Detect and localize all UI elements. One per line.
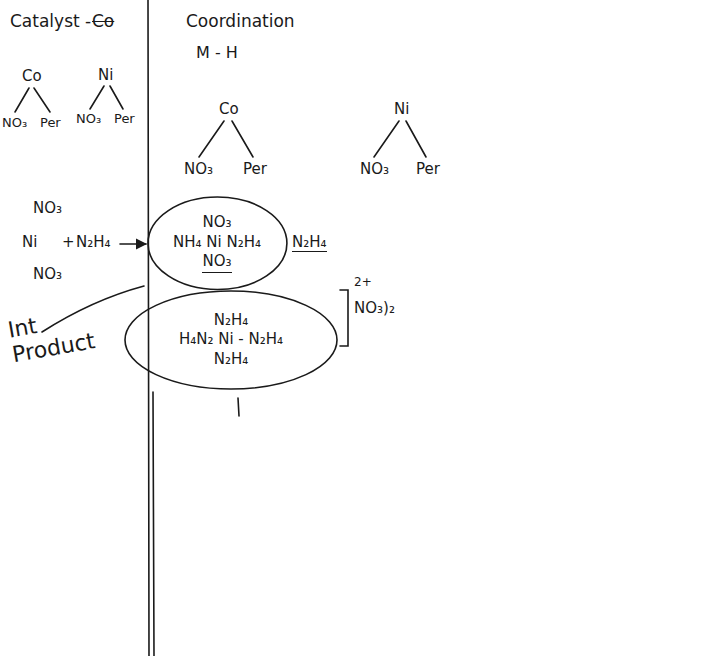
pen-stroke xyxy=(238,398,239,416)
note-text: Co xyxy=(219,101,239,118)
ellipse-outline xyxy=(148,197,287,289)
note-text: Per xyxy=(416,161,440,178)
tree-branch xyxy=(374,121,426,157)
note-text: N₂H₄ xyxy=(76,234,111,251)
note-text: NO₃ xyxy=(360,161,389,178)
note-text: 2+ xyxy=(354,276,372,290)
tree-branch xyxy=(199,121,253,157)
note-text: Ni xyxy=(394,101,409,118)
note-text: Per xyxy=(114,112,135,127)
note-text: N₂H₄ xyxy=(292,234,327,252)
ellipse-group: N₂H₄H₄N₂ Ni - N₂H₄N₂H₄ xyxy=(124,290,338,390)
divider-line xyxy=(153,392,154,656)
tree-branch xyxy=(90,86,123,109)
note-text: Per xyxy=(40,116,61,131)
divider-line xyxy=(148,0,149,656)
note-text: Ni xyxy=(22,234,37,251)
ellipse-group: NO₃NH₄ Ni N₂H₄NO₃ xyxy=(147,196,288,290)
formula-text: N₂H₄ xyxy=(214,350,249,370)
note-text: NO₃ xyxy=(2,116,27,131)
note-text: M - H xyxy=(196,44,238,62)
note-text: NO₃ xyxy=(76,112,101,127)
bracket xyxy=(340,290,348,346)
note-text: Co xyxy=(22,68,42,85)
ellipse-outline xyxy=(125,291,337,389)
note-text: NO₃ xyxy=(33,266,62,283)
note-text: Ni xyxy=(98,67,113,84)
note-text: + xyxy=(62,234,75,251)
note-text: NO₃ xyxy=(33,200,62,217)
leader-line xyxy=(42,286,144,332)
formula-text: H₄N₂ Ni - N₂H₄ xyxy=(179,330,283,350)
note-text: NO₃ xyxy=(184,161,213,178)
formula-text: NO₃ xyxy=(202,213,231,233)
note-text: Per xyxy=(243,161,267,178)
tree-branch xyxy=(15,88,50,112)
formula-text: N₂H₄ xyxy=(214,311,249,331)
reaction-arrow xyxy=(120,243,146,245)
note-text: Coordination xyxy=(186,12,295,32)
formula-text: NH₄ Ni N₂H₄ xyxy=(173,233,261,253)
note-text: Catalyst - xyxy=(10,12,91,32)
note-text: NO₃)₂ xyxy=(354,300,395,317)
formula-text: NO₃ xyxy=(202,252,231,273)
note-text: Co xyxy=(92,12,114,32)
note-text: Int Product xyxy=(6,304,94,368)
